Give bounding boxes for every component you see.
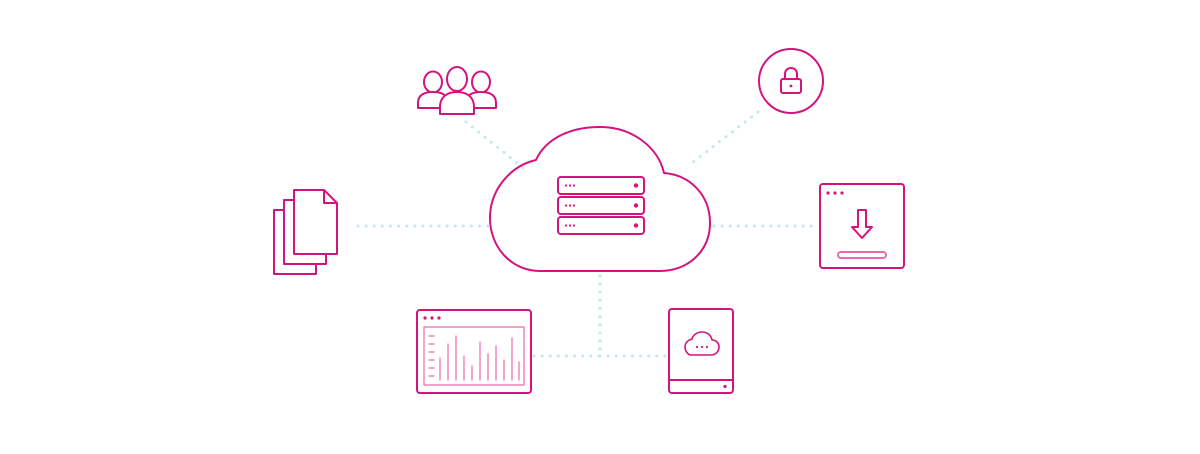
connector-users (464, 120, 528, 172)
cloud-server-icon (489, 126, 711, 272)
documents-icon (273, 189, 338, 275)
cloud-drive-icon (668, 308, 734, 394)
lock-icon (758, 48, 824, 114)
analytics-window-icon (416, 309, 532, 394)
users-icon (417, 66, 497, 115)
download-window-icon (819, 183, 905, 269)
connectors (356, 110, 818, 358)
connector-lock (686, 110, 760, 168)
